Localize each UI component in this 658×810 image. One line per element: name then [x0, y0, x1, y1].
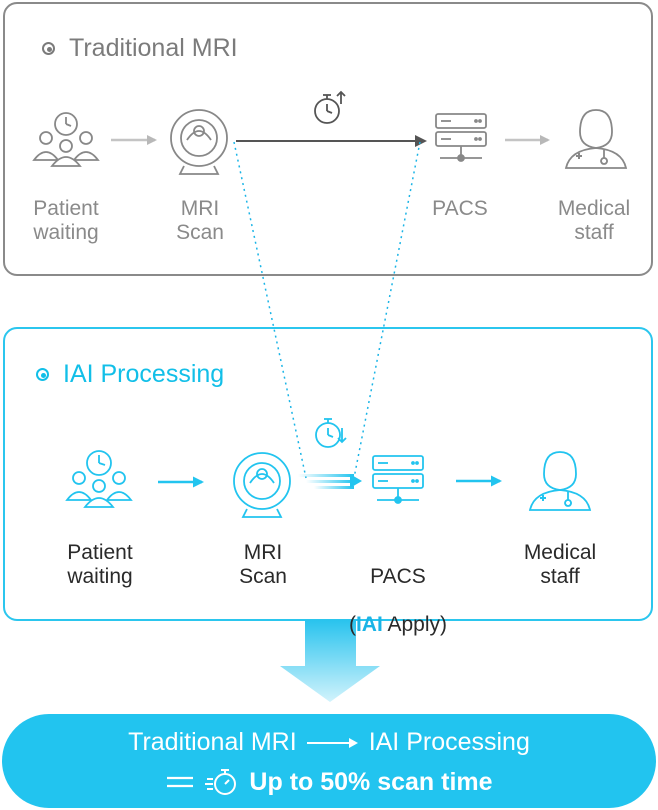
mri-scanner-icon: [233, 452, 291, 518]
iai-highlight: IAI: [355, 613, 383, 636]
traditional-title-text: Traditional MRI: [69, 34, 238, 62]
dotted-guide-right: [353, 141, 421, 479]
label-medical-staff-iai: Medical staff: [523, 541, 597, 588]
summary-line-2: Up to 50% scan time: [2, 767, 656, 797]
speed-arrow-icon: [298, 474, 362, 489]
pacs-label-line1: PACS: [370, 565, 426, 588]
label-patient-waiting-iai: Patient waiting: [67, 541, 133, 588]
stopwatch-up-icon: [314, 90, 346, 124]
summary-from: Traditional MRI: [128, 728, 297, 756]
iai-processing-title: IAI Processing: [36, 360, 224, 389]
label-mri-scan-trad: MRI Scan: [176, 197, 224, 244]
label-pacs-iai: PACS (IAI Apply): [328, 541, 468, 661]
server-icon: [372, 455, 424, 504]
summary-to: IAI Processing: [368, 728, 530, 756]
label-pacs-trad: PACS: [432, 197, 488, 220]
patients-clock-icon: [32, 112, 100, 167]
bullet-icon: [36, 368, 49, 381]
traditional-mri-title: Traditional MRI: [42, 34, 238, 63]
server-icon: [435, 113, 487, 162]
dotted-guide-left: [233, 141, 307, 479]
mri-scanner-icon: [170, 109, 228, 175]
bullet-icon: [42, 42, 55, 55]
fast-stopwatch-icon: [205, 769, 237, 795]
label-patient-waiting-trad: Patient waiting: [33, 197, 99, 244]
summary-bar: Traditional MRI IAI Processing Up to 50%…: [2, 714, 656, 808]
iai-title-text: IAI Processing: [63, 360, 225, 388]
equals-icon: [167, 776, 194, 788]
label-medical-staff-trad: Medical staff: [557, 197, 631, 244]
summary-result: Up to 50% scan time: [249, 767, 493, 796]
long-arrow-icon: [306, 737, 358, 748]
big-down-arrow-icon: [280, 620, 380, 702]
label-mri-scan-iai: MRI Scan: [239, 541, 287, 588]
doctor-icon: [564, 109, 628, 169]
stopwatch-down-icon: [315, 418, 347, 448]
patients-clock-icon: [65, 450, 133, 508]
doctor-icon: [528, 451, 592, 511]
traditional-mri-panel: [3, 2, 653, 276]
summary-line-1: Traditional MRI IAI Processing: [2, 728, 656, 757]
pacs-label-line2: (IAI Apply): [348, 613, 448, 636]
